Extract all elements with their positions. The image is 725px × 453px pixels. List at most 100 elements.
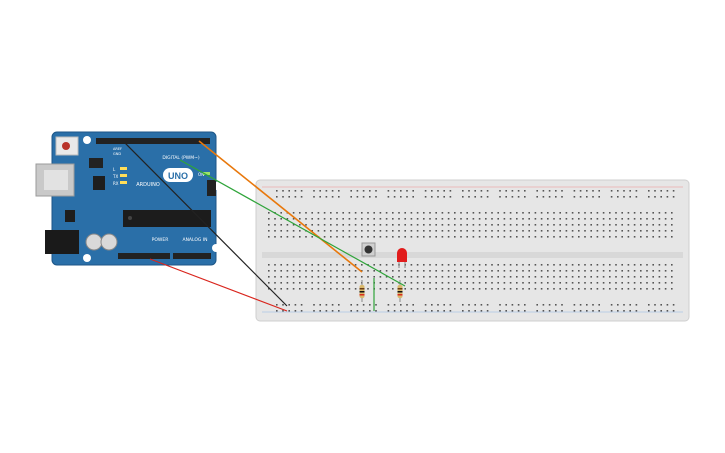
terminal-hole: [268, 282, 270, 284]
terminal-hole: [305, 282, 307, 284]
terminal-hole: [485, 270, 487, 272]
l-led: [120, 167, 127, 170]
terminal-hole: [596, 230, 599, 232]
rail-hole: [499, 190, 501, 192]
terminal-hole: [658, 230, 661, 232]
resistor-1[interactable]: [359, 280, 365, 302]
rail-hole: [313, 196, 315, 198]
terminal-hole: [590, 212, 592, 214]
rail-hole: [300, 310, 303, 312]
terminal-hole: [317, 282, 320, 284]
terminal-hole: [361, 218, 363, 220]
terminal-hole: [348, 212, 351, 214]
terminal-hole: [602, 218, 605, 220]
rail-hole: [617, 196, 619, 198]
terminal-hole: [385, 212, 388, 214]
terminal-hole: [367, 276, 369, 278]
terminal-hole: [472, 218, 475, 220]
rail-hole: [511, 304, 514, 306]
terminal-hole: [633, 288, 636, 290]
terminal-hole: [305, 276, 307, 278]
terminal-hole: [330, 230, 332, 232]
terminal-hole: [491, 224, 493, 226]
rail-hole: [629, 190, 631, 192]
green-wire[interactable]: [179, 159, 406, 287]
orange-wire[interactable]: [198, 140, 363, 273]
terminal-hole: [497, 212, 499, 214]
rail-hole: [648, 310, 650, 312]
terminal-hole: [522, 224, 524, 226]
terminal-hole: [323, 224, 326, 226]
terminal-hole: [416, 236, 419, 238]
rail-hole: [319, 196, 321, 198]
terminal-hole: [478, 230, 481, 232]
terminal-hole: [323, 270, 326, 272]
led[interactable]: [397, 248, 407, 268]
terminal-hole: [447, 218, 450, 220]
terminal-hole: [348, 276, 351, 278]
terminal-hole: [311, 218, 313, 220]
terminal-hole: [429, 236, 431, 238]
terminal-hole: [584, 282, 586, 284]
terminal-hole: [633, 236, 636, 238]
rail-hole: [573, 196, 576, 198]
rail-hole: [505, 196, 507, 198]
terminal-hole: [472, 282, 475, 284]
rail-hole: [300, 196, 303, 198]
terminal-hole: [460, 212, 462, 214]
rail-hole: [400, 196, 402, 198]
terminal-hole: [460, 224, 462, 226]
terminal-hole: [590, 270, 592, 272]
terminal-hole: [280, 212, 282, 214]
terminal-hole: [522, 212, 524, 214]
terminal-hole: [379, 218, 382, 220]
terminal-hole: [540, 236, 543, 238]
rail-hole: [375, 196, 377, 198]
rail-hole: [648, 190, 650, 192]
terminal-hole: [317, 270, 320, 272]
black-wire[interactable]: [123, 141, 288, 307]
terminal-hole: [540, 230, 543, 232]
terminal-hole: [671, 212, 673, 214]
terminal-hole: [292, 288, 295, 290]
terminal-hole: [609, 230, 611, 232]
pushbutton[interactable]: [361, 242, 376, 257]
terminal-hole: [640, 282, 642, 284]
terminal-hole: [633, 230, 636, 232]
rail-hole: [579, 304, 582, 306]
rail-hole: [610, 196, 613, 198]
terminal-hole: [392, 276, 394, 278]
analog-header[interactable]: [173, 253, 211, 259]
rail-hole: [356, 310, 359, 312]
terminal-hole: [286, 270, 289, 272]
terminal-hole: [286, 218, 289, 220]
rail-hole: [276, 190, 278, 192]
terminal-hole: [621, 288, 623, 290]
rail-hole: [555, 310, 557, 312]
breadboard[interactable]: [255, 179, 690, 322]
red-wire[interactable]: [149, 258, 288, 312]
rail-hole: [393, 310, 396, 312]
rail-hole: [672, 196, 675, 198]
terminal-hole: [342, 288, 344, 290]
rail-hole: [350, 304, 352, 306]
terminal-hole: [652, 218, 654, 220]
terminal-hole: [497, 230, 499, 232]
terminal-hole: [342, 212, 344, 214]
digital-header[interactable]: [96, 138, 210, 144]
terminal-hole: [342, 264, 344, 266]
power-header[interactable]: [118, 253, 170, 259]
terminal-hole: [633, 282, 636, 284]
arduino-board[interactable]: UNO ARDUINO DIGITAL (PWM~) POWER ANALOG …: [35, 131, 220, 266]
analog-label: ANALOG IN: [182, 237, 207, 243]
terminal-hole: [516, 224, 518, 226]
terminal-hole: [274, 236, 276, 238]
terminal-hole: [609, 212, 611, 214]
terminal-hole: [280, 236, 282, 238]
rail-hole: [431, 196, 433, 198]
rail-hole: [362, 304, 365, 306]
icsp-header[interactable]: [207, 180, 216, 196]
terminal-hole: [342, 270, 344, 272]
terminal-hole: [602, 224, 605, 226]
terminal-hole: [565, 282, 568, 284]
